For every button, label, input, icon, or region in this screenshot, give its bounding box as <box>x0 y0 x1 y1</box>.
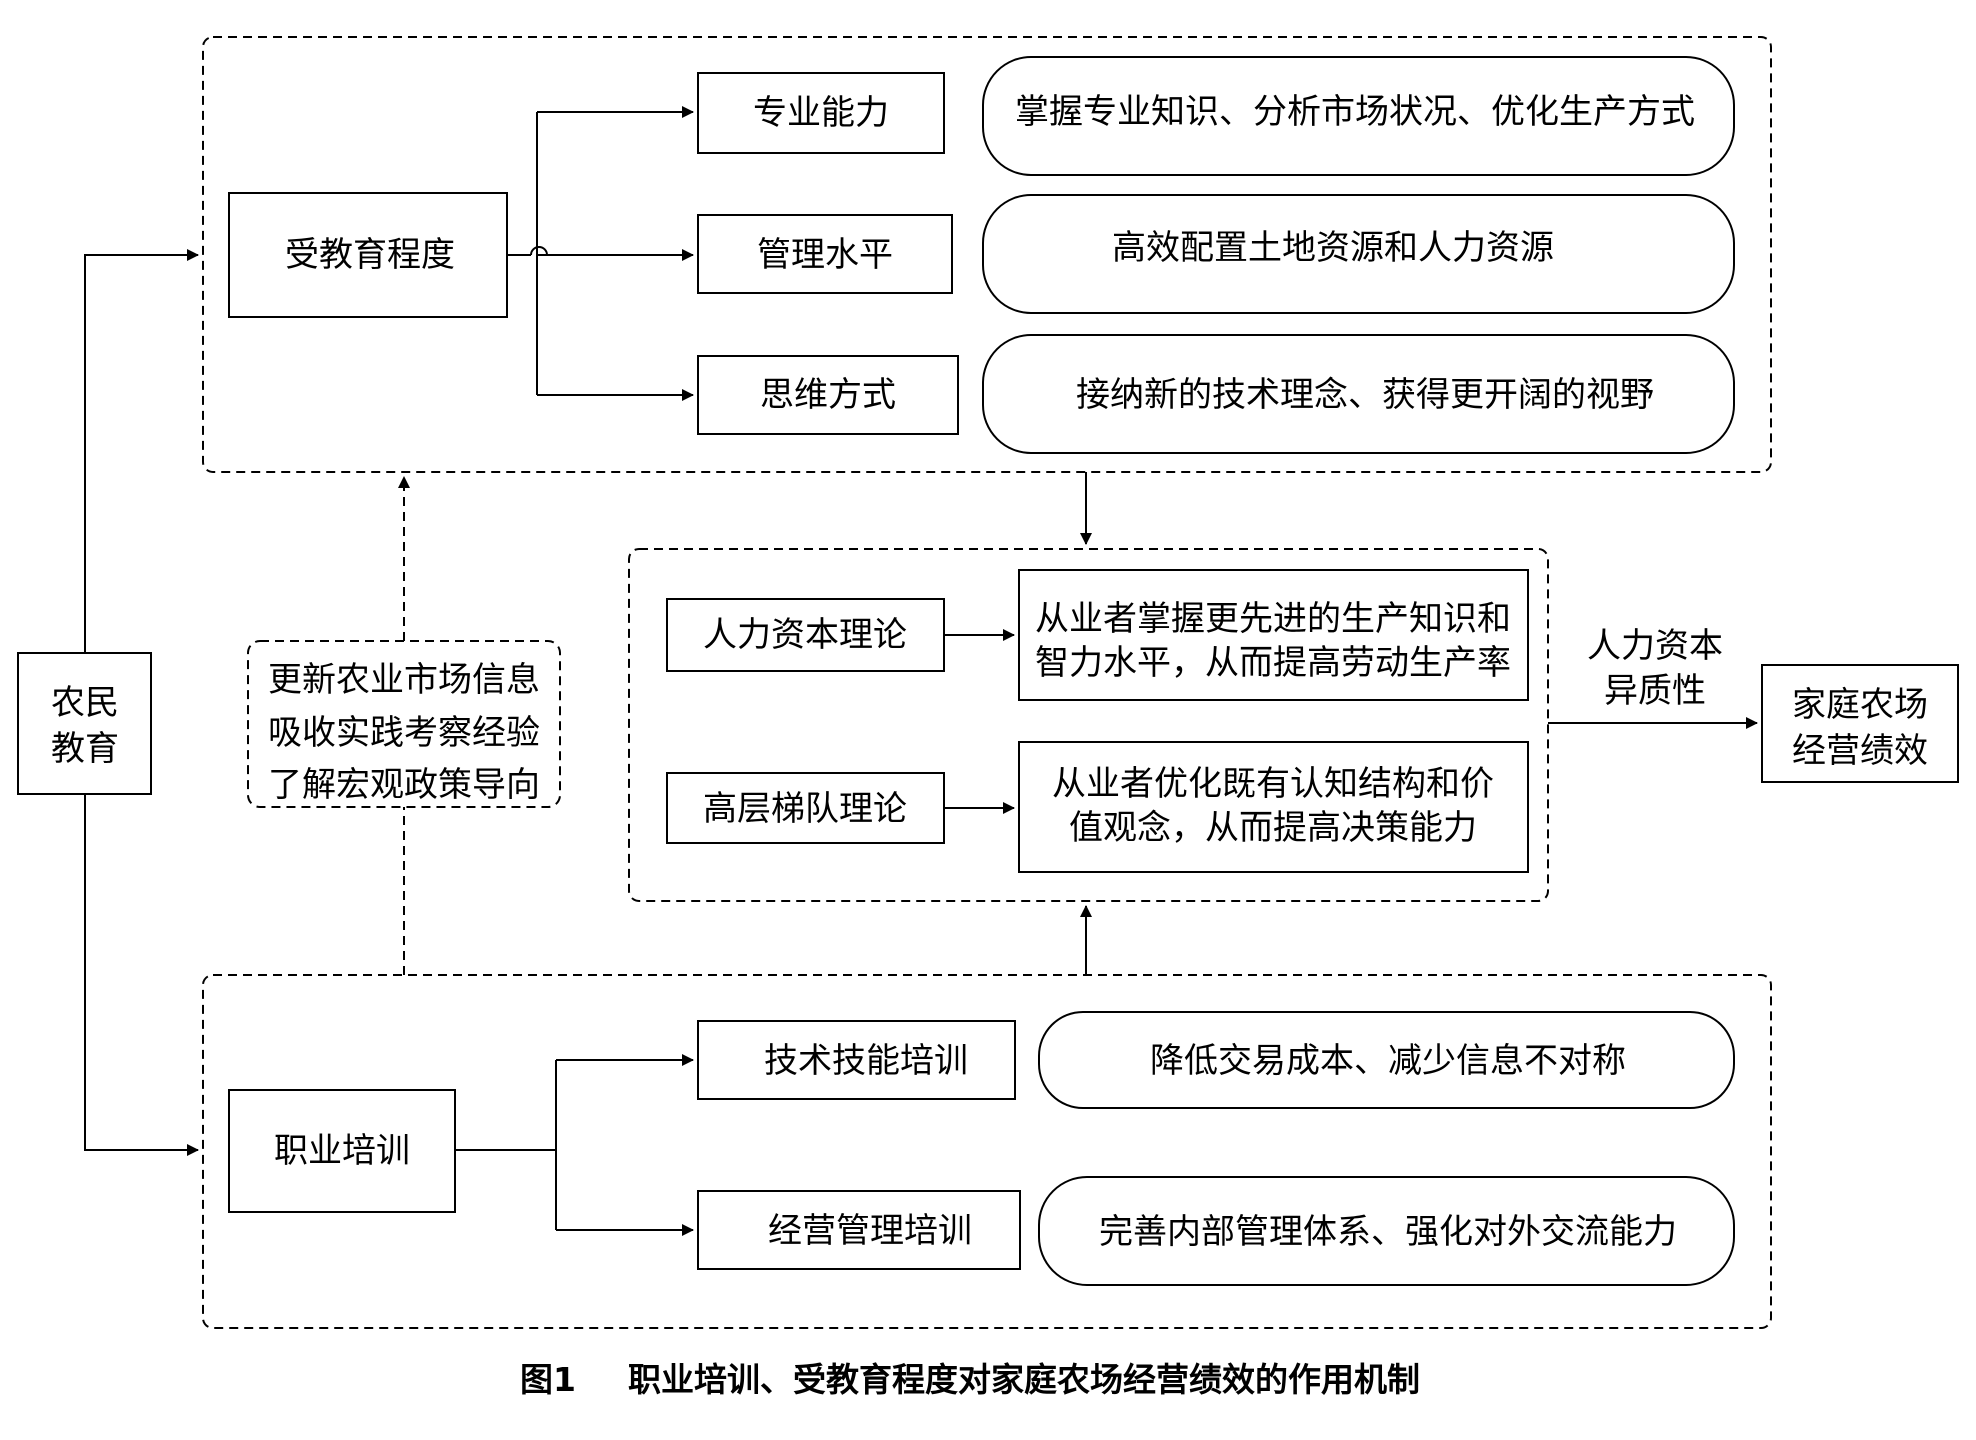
human-capital-theory-box <box>666 598 945 672</box>
caption-number: 图1 <box>520 1360 576 1399</box>
professional-ability-box <box>697 72 945 154</box>
management-level-label: 管理水平 <box>757 235 893 275</box>
info-line-3: 了解宏观政策导向 <box>268 765 540 805</box>
info-line-2: 吸收实践考察经验 <box>268 713 540 753</box>
thinking-mode-label: 思维方式 <box>760 375 896 415</box>
training-group-box <box>202 974 1772 1329</box>
management-level-desc: 高效配置土地资源和人力资源 <box>1112 228 1554 268</box>
human-capital-desc-2: 智力水平，从而提高劳动生产率 <box>1035 643 1511 683</box>
farm-performance-box <box>1761 664 1959 783</box>
technical-training-desc: 降低交易成本、减少信息不对称 <box>1150 1041 1626 1081</box>
upper-echelon-theory-box <box>666 772 945 844</box>
management-training-desc-box <box>1038 1176 1735 1286</box>
vocational-training-box <box>228 1089 456 1213</box>
human-capital-desc-1: 从业者掌握更先进的生产知识和 <box>1035 599 1511 639</box>
professional-ability-label: 专业能力 <box>753 93 889 133</box>
farmer-education-label-1: 农民 <box>51 683 119 723</box>
arrow-farmer-to-vocational-training <box>84 794 199 1156</box>
technical-training-box <box>697 1020 1016 1100</box>
management-training-label: 经营管理培训 <box>768 1211 972 1251</box>
farm-performance-label-1: 家庭农场 <box>1792 685 1928 725</box>
thinking-mode-desc: 接纳新的技术理念、获得更开阔的视野 <box>1076 375 1654 415</box>
upper-echelon-desc-1: 从业者优化既有认知结构和价 <box>1052 764 1494 804</box>
education-level-label: 受教育程度 <box>285 235 455 275</box>
upper-echelon-theory-label: 高层梯队理论 <box>703 789 907 829</box>
connector-education-hop <box>530 246 548 256</box>
vocational-training-label: 职业培训 <box>274 1131 410 1171</box>
caption-text: 职业培训、受教育程度对家庭农场经营绩效的作用机制 <box>628 1360 1420 1399</box>
connectors <box>84 106 1758 1236</box>
heterogeneity-label-2: 异质性 <box>1604 671 1706 711</box>
technical-training-desc-box <box>1038 1011 1735 1109</box>
farmer-education-box <box>17 652 152 795</box>
education-group-box <box>202 36 1772 473</box>
human-capital-desc-box <box>1018 569 1529 701</box>
education-level-box <box>228 192 508 318</box>
technical-training-label: 技术技能培训 <box>764 1041 968 1081</box>
farmer-education-label-2: 教育 <box>51 729 119 769</box>
arrow-farmer-to-education-level <box>84 249 199 653</box>
human-capital-theory-label: 人力资本理论 <box>703 615 907 655</box>
heterogeneity-label-1: 人力资本 <box>1587 626 1723 666</box>
professional-ability-desc-box <box>982 56 1735 176</box>
upper-echelon-desc-box <box>1018 741 1529 873</box>
management-training-desc: 完善内部管理体系、强化对外交流能力 <box>1099 1212 1677 1252</box>
info-line-1: 更新农业市场信息 <box>268 660 540 700</box>
professional-ability-desc: 掌握专业知识、分析市场状况、优化生产方式 <box>1015 92 1695 132</box>
thinking-mode-box <box>697 355 959 435</box>
farm-performance-label-2: 经营绩效 <box>1792 731 1928 771</box>
thinking-mode-desc-box <box>982 334 1735 454</box>
management-level-box <box>697 214 953 294</box>
theory-group-box <box>628 548 1549 902</box>
upper-echelon-desc-2: 值观念，从而提高决策能力 <box>1069 808 1477 848</box>
management-training-box <box>697 1190 1021 1270</box>
management-level-desc-box <box>982 194 1735 314</box>
